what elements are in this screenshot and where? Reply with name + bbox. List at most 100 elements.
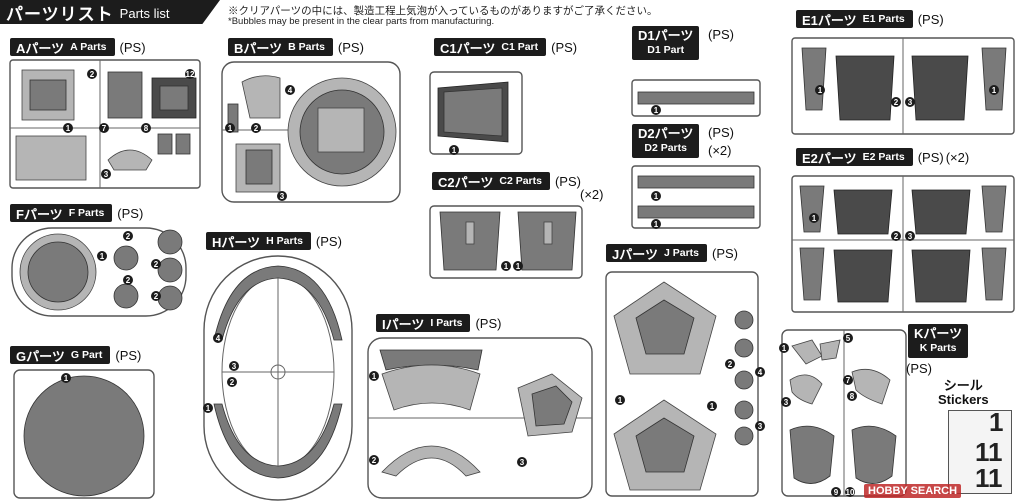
svg-text:1: 1 [812,214,817,223]
note-jp: ※クリアパーツの中には、製造工程上気泡が入っているものがありますがご了承ください… [228,5,658,17]
runner-c2-drawing [429,205,583,279]
watermark: HOBBY SEARCH [864,484,962,498]
svg-text:3: 3 [784,398,789,407]
header-title-en: Parts list [119,6,170,21]
svg-text:8: 8 [850,392,855,401]
k-parts-mat: (PS) [906,361,932,376]
svg-text:9: 9 [834,488,839,497]
d2-parts-en: D2 Parts [644,142,687,154]
a-parts-mat: (PS) [119,39,146,55]
svg-text:2: 2 [230,378,235,387]
i-parts-en: I Parts [430,317,463,329]
svg-text:2: 2 [894,98,899,107]
d1-parts-mat: (PS) [708,27,734,42]
stickers-title: シール Stickers [938,379,989,407]
svg-text:2: 2 [154,260,159,269]
label-c1-parts: C1パーツ C1 Part (PS) [434,38,577,56]
svg-text:4: 4 [288,86,293,95]
e2-parts-en: E2 Parts [862,151,905,163]
runner-c1-drawing [429,71,523,155]
runner-d1-drawing [631,79,761,117]
sticker-number-1: 1 [989,407,1004,437]
i-parts-jp: Iパーツ [382,316,425,332]
e1-parts-en: E1 Parts [862,13,905,25]
e2-parts-qty: (×2) [945,149,970,165]
c1-parts-jp: C1パーツ [440,40,496,56]
f-parts-mat: (PS) [117,205,144,221]
svg-text:1: 1 [206,404,211,413]
c2-parts-en: C2 Parts [499,175,542,187]
svg-text:1: 1 [654,192,659,201]
label-f-parts: Fパーツ F Parts (PS) [10,204,143,222]
svg-text:1: 1 [782,344,787,353]
number-pins: 2 1 7 8 12 3 4 1 2 3 1 1 1 1 1 1 1 2 3 1… [61,69,999,497]
svg-text:1: 1 [710,402,715,411]
runner-j-drawing [605,271,759,497]
i-parts-mat: (PS) [475,315,502,331]
c1-parts-en: C1 Part [501,41,539,53]
svg-text:2: 2 [372,456,377,465]
b-parts-jp: Bパーツ [234,40,283,56]
b-parts-en: B Parts [288,41,325,53]
b-parts-mat: (PS) [337,39,364,55]
svg-text:3: 3 [908,232,913,241]
runner-g-drawing [13,369,155,499]
runner-i-drawing [367,337,593,499]
svg-text:2: 2 [126,276,131,285]
svg-text:2: 2 [126,232,131,241]
svg-text:3: 3 [758,422,763,431]
svg-text:1: 1 [654,106,659,115]
h-parts-en: H Parts [266,235,303,247]
label-b-parts: Bパーツ B Parts (PS) [228,38,364,56]
svg-text:2: 2 [154,292,159,301]
runner-d2-drawing [631,165,761,229]
d2-parts-qty: (×2) [708,143,732,158]
stickers-en: Stickers [938,392,989,407]
svg-text:3: 3 [280,192,285,201]
d2-parts-jp: D2パーツ [638,126,694,141]
runner-a-drawing [9,59,201,189]
sticker-number-2: 11 [975,437,1003,467]
svg-text:1: 1 [66,124,71,133]
j-parts-jp: Jパーツ [612,246,658,262]
svg-text:7: 7 [102,124,107,133]
svg-text:12: 12 [186,70,195,79]
e1-parts-mat: (PS) [917,11,944,27]
svg-text:2: 2 [894,232,899,241]
header-title-jp: パーツリスト [6,4,114,24]
svg-text:3: 3 [908,98,913,107]
label-k-parts: Kパーツ K Parts [908,324,969,358]
svg-text:4: 4 [758,368,763,377]
svg-text:3: 3 [104,170,109,179]
h-parts-jp: Hパーツ [212,234,261,250]
d1-parts-jp: D1パーツ [638,28,694,43]
c2-parts-mat: (PS) [554,173,581,189]
svg-text:1: 1 [372,372,377,381]
d2-parts-mat: (PS) [708,125,734,140]
f-parts-en: F Parts [68,207,105,219]
note-en: *Bubbles may be present in the clear par… [228,16,495,27]
sticker-number-3: 11 [975,463,1003,493]
c1-parts-mat: (PS) [551,39,578,55]
g-parts-en: G Part [70,349,103,361]
svg-text:2: 2 [728,360,733,369]
e2-parts-mat: (PS) [917,149,944,165]
svg-text:1: 1 [452,146,457,155]
label-d2-parts: D2パーツ D2 Parts [632,124,700,158]
c2-parts-qty: (×2) [580,187,604,202]
j-parts-mat: (PS) [712,245,739,261]
svg-text:1: 1 [228,124,233,133]
d1-parts-en: D1 Part [647,44,685,56]
svg-text:3: 3 [520,458,525,467]
svg-text:1: 1 [992,86,997,95]
f-parts-jp: Fパーツ [16,206,63,222]
parts-list-header: パーツリスト Parts list [0,0,220,24]
runner-b-drawing [221,61,401,203]
